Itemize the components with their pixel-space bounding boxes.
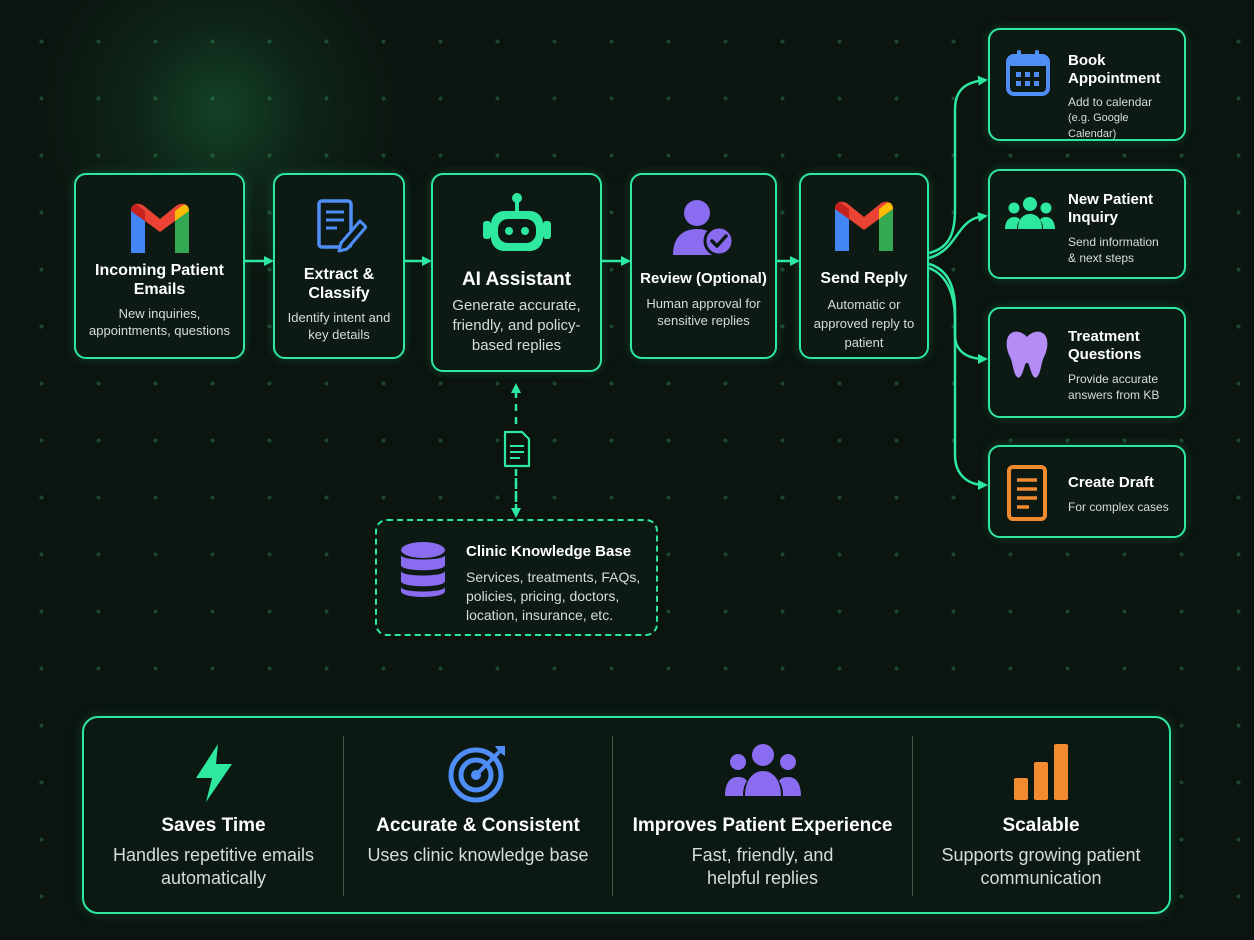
node-desc: Human approval for sensitive replies bbox=[646, 296, 761, 328]
benefit-desc: Supports growing patient communication bbox=[941, 845, 1141, 888]
node-desc: Identify intent and key details bbox=[287, 310, 391, 342]
outcome-create-draft[interactable]: Create Draft For complex cases bbox=[988, 445, 1186, 538]
benefit-title: Improves Patient Experience bbox=[632, 815, 893, 836]
tooth-icon bbox=[1004, 329, 1050, 384]
benefit-desc: Fast, friendly, and helpful replies bbox=[691, 845, 834, 888]
node-desc: Automatic or approved reply to patient bbox=[813, 297, 915, 350]
branch-treatment bbox=[928, 262, 988, 364]
divider bbox=[912, 736, 913, 896]
benefits-panel: Saves Time Handles repetitive emails aut… bbox=[82, 716, 1171, 914]
outcome-desc: Provide accurate answers from KB bbox=[1068, 372, 1160, 402]
document-edit-icon bbox=[275, 199, 403, 253]
send-reply-node[interactable]: Send Reply Automatic or approved reply t… bbox=[799, 173, 929, 359]
target-icon bbox=[344, 742, 612, 804]
benefit-title: Accurate & Consistent bbox=[376, 815, 580, 836]
kb-title: Clinic Knowledge Base bbox=[466, 543, 632, 560]
outcome-desc: Send information & next steps bbox=[1068, 235, 1159, 265]
database-icon bbox=[399, 541, 447, 604]
group-icon bbox=[613, 742, 912, 798]
extract-classify-node[interactable]: Extract & Classify Identify intent and k… bbox=[273, 173, 405, 359]
node-desc: New inquiries, appointments, questions bbox=[89, 306, 230, 338]
calendar-icon bbox=[1004, 48, 1052, 103]
node-title: Incoming Patient Emails bbox=[95, 262, 224, 298]
document-icon bbox=[502, 430, 531, 468]
outcome-desc: For complex cases bbox=[1068, 500, 1169, 514]
benefit-scalable: Scalable Supports growing patient commun… bbox=[913, 718, 1169, 912]
benefit-desc: Handles repetitive emails automatically bbox=[112, 845, 315, 888]
benefit-patient-experience: Improves Patient Experience Fast, friend… bbox=[613, 718, 912, 912]
benefit-saves-time: Saves Time Handles repetitive emails aut… bbox=[84, 718, 343, 912]
branch-inquiry bbox=[928, 212, 988, 260]
outcome-treatment-questions[interactable]: Treatment Questions Provide accurate ans… bbox=[988, 307, 1186, 418]
node-title: Send Reply bbox=[820, 270, 908, 287]
outcome-book-appointment[interactable]: Book Appointment Add to calendar (e.g. G… bbox=[988, 28, 1186, 141]
bar-chart-icon bbox=[913, 742, 1169, 800]
node-title: Extract & Classify bbox=[303, 266, 375, 302]
gmail-icon bbox=[76, 203, 243, 253]
kb-desc: Services, treatments, FAQs, policies, pr… bbox=[466, 569, 641, 623]
outcome-title: Book Appointment bbox=[1068, 52, 1161, 87]
benefit-title: Scalable bbox=[1002, 815, 1080, 836]
divider bbox=[612, 736, 613, 896]
node-title: AI Assistant bbox=[461, 269, 572, 290]
outcome-new-patient-inquiry[interactable]: New Patient Inquiry Send information & n… bbox=[988, 169, 1186, 279]
outcome-title: Create Draft bbox=[1068, 474, 1154, 491]
node-desc: Generate accurate, friendly, and policy-… bbox=[452, 297, 581, 354]
outcome-title: Treatment Questions bbox=[1068, 328, 1142, 363]
branch-draft bbox=[928, 266, 988, 490]
outcome-desc: Add to calendar bbox=[1068, 95, 1153, 109]
divider bbox=[343, 736, 344, 896]
benefit-desc: Uses clinic knowledge base bbox=[367, 845, 589, 865]
benefit-accurate: Accurate & Consistent Uses clinic knowle… bbox=[344, 718, 612, 912]
review-node[interactable]: Review (Optional) Human approval for sen… bbox=[630, 173, 777, 359]
robot-icon bbox=[433, 191, 600, 257]
draft-icon bbox=[1004, 465, 1050, 526]
gmail-icon bbox=[801, 201, 927, 251]
ai-assistant-node[interactable]: AI Assistant Generate accurate, friendly… bbox=[431, 173, 602, 372]
users-icon bbox=[1004, 195, 1056, 236]
node-title: Review (Optional) bbox=[640, 270, 767, 287]
benefit-title: Saves Time bbox=[161, 815, 266, 836]
outcome-title: New Patient Inquiry bbox=[1068, 191, 1154, 226]
branch-book bbox=[928, 75, 988, 255]
outcome-note: (e.g. Google Calendar) bbox=[1068, 112, 1129, 140]
incoming-emails-node[interactable]: Incoming Patient Emails New inquiries, a… bbox=[74, 173, 245, 359]
knowledge-base-node[interactable]: Clinic Knowledge Base Services, treatmen… bbox=[375, 519, 658, 636]
lightning-icon bbox=[84, 742, 343, 804]
user-check-icon bbox=[632, 199, 775, 257]
